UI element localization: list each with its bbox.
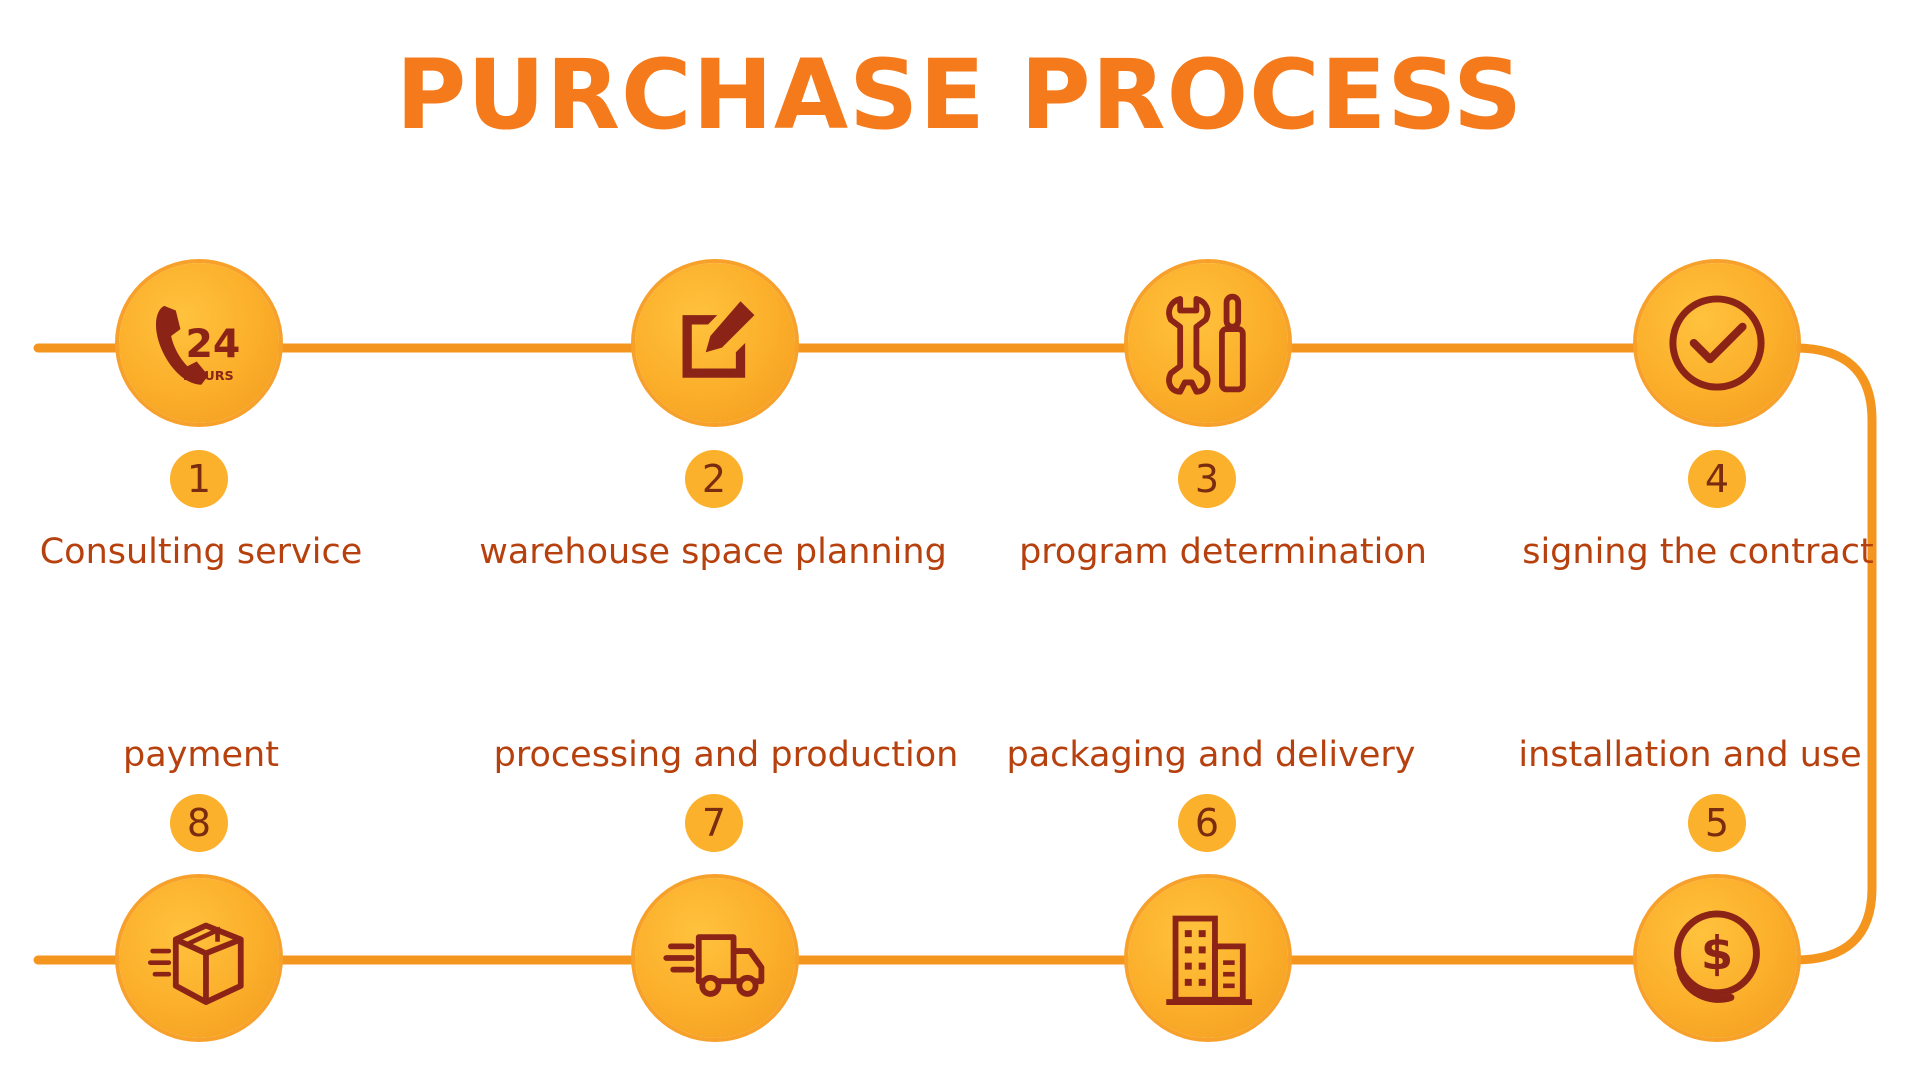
icon-hours-text: HOURS xyxy=(183,369,234,384)
delivery-truck-icon xyxy=(663,934,765,997)
phone-24-hours-icon: 24 HOURS xyxy=(155,305,240,385)
step-7-circle xyxy=(635,878,795,1038)
checkmark-icon xyxy=(1669,295,1765,391)
svg-text:$: $ xyxy=(1701,927,1733,981)
step-3-number: 3 xyxy=(1178,450,1236,508)
step-2-circle xyxy=(635,263,795,423)
right-connector-curve xyxy=(1794,343,1877,965)
edit-pencil-icon xyxy=(682,301,755,378)
step-8-circle xyxy=(119,878,279,1038)
package-box-icon xyxy=(147,922,244,1005)
step-3-circle xyxy=(1128,263,1288,423)
step-6-label: packaging and delivery xyxy=(1006,735,1416,775)
step-6-number: 6 xyxy=(1178,794,1236,852)
step-6-circle xyxy=(1128,878,1288,1038)
step-8-label: payment xyxy=(123,735,279,775)
step-5-circle: $ xyxy=(1637,878,1797,1038)
step-8-number: 8 xyxy=(170,794,228,852)
page-title: PURCHASE PROCESS xyxy=(395,39,1524,151)
step-1-number: 1 xyxy=(170,450,228,508)
icon-24-text: 24 xyxy=(185,321,240,367)
step-5-number: 5 xyxy=(1688,794,1746,852)
step-4-circle xyxy=(1637,263,1797,423)
step-5-label: installation and use xyxy=(1518,735,1862,775)
wrench-screwdriver-icon xyxy=(1166,293,1246,395)
step-4-label: signing the contract xyxy=(1522,532,1874,572)
step-7-number: 7 xyxy=(685,794,743,852)
step-2-label: warehouse space planning xyxy=(479,532,947,572)
step-1-label: Consulting service xyxy=(39,532,363,572)
step-4-number: 4 xyxy=(1688,450,1746,508)
step-1-circle: 24 HOURS xyxy=(119,263,279,423)
step-7-label: processing and production xyxy=(493,735,959,775)
step-2-number: 2 xyxy=(685,450,743,508)
dollar-coin-icon: $ xyxy=(1674,910,1760,1003)
building-icon xyxy=(1166,915,1253,1005)
step-3-label: program determination xyxy=(1019,532,1427,572)
